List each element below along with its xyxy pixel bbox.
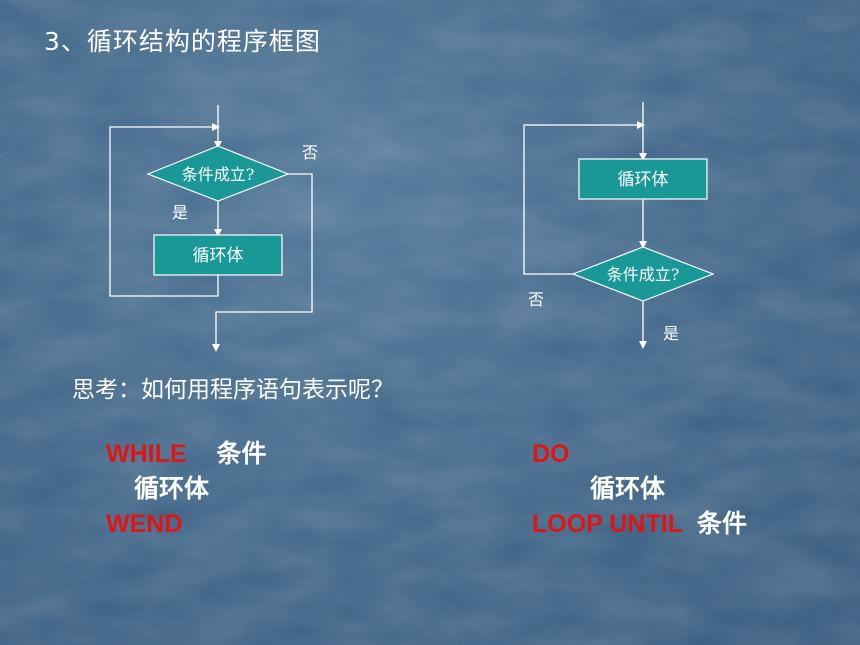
no-label: 否 — [528, 290, 544, 309]
slide-title: 3、循环结构的程序框图 — [44, 27, 321, 56]
while-keyword: WHILE — [106, 440, 187, 468]
yes-label: 是 — [663, 324, 679, 343]
loop-back-line — [109, 123, 220, 297]
yes-label: 是 — [172, 203, 188, 222]
question-text: 思考：如何用程序语句表示呢？ — [72, 377, 394, 403]
condition-text: 条件成立? — [182, 165, 255, 184]
no-label: 否 — [302, 143, 318, 162]
while-code-block: WHILE 条件 循环体 WEND — [106, 437, 267, 542]
do-code-block: DO 循环体 LOOP UNTIL 条件 — [532, 437, 747, 542]
loop-back-line — [523, 121, 645, 275]
while-body: 循环体 — [134, 475, 210, 503]
loop-body-text: 循环体 — [193, 246, 244, 266]
while-flowchart: 条件成立? 否 是 循环体 — [109, 105, 318, 352]
condition-diamond — [571, 246, 715, 302]
loop-body-text: 循环体 — [618, 170, 669, 190]
until-flowchart: 循环体 条件成立? 否 是 — [523, 102, 715, 349]
wend-keyword: WEND — [106, 510, 183, 538]
do-body: 循环体 — [590, 475, 666, 503]
while-condition: 条件 — [216, 440, 267, 468]
loop-until-keyword: LOOP UNTIL — [532, 510, 683, 538]
until-condition: 条件 — [696, 510, 747, 538]
condition-text: 条件成立? — [607, 265, 680, 284]
exit-line — [212, 173, 313, 352]
loop-body-box — [153, 234, 283, 276]
do-keyword: DO — [532, 440, 570, 468]
